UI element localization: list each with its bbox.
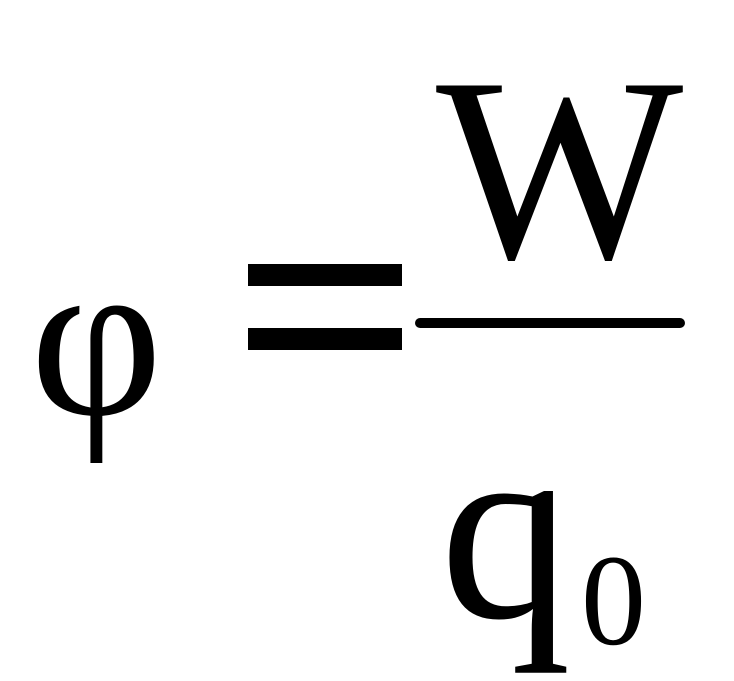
fraction-line <box>415 318 685 328</box>
equals-sign <box>248 264 402 350</box>
phi-symbol: φ <box>30 209 163 464</box>
equals-bar-top <box>248 264 402 286</box>
denominator-subscript: 0 <box>581 529 646 673</box>
fraction-denominator: q <box>440 384 571 674</box>
equals-bar-bottom <box>248 328 402 350</box>
fraction-numerator: W <box>436 24 684 314</box>
